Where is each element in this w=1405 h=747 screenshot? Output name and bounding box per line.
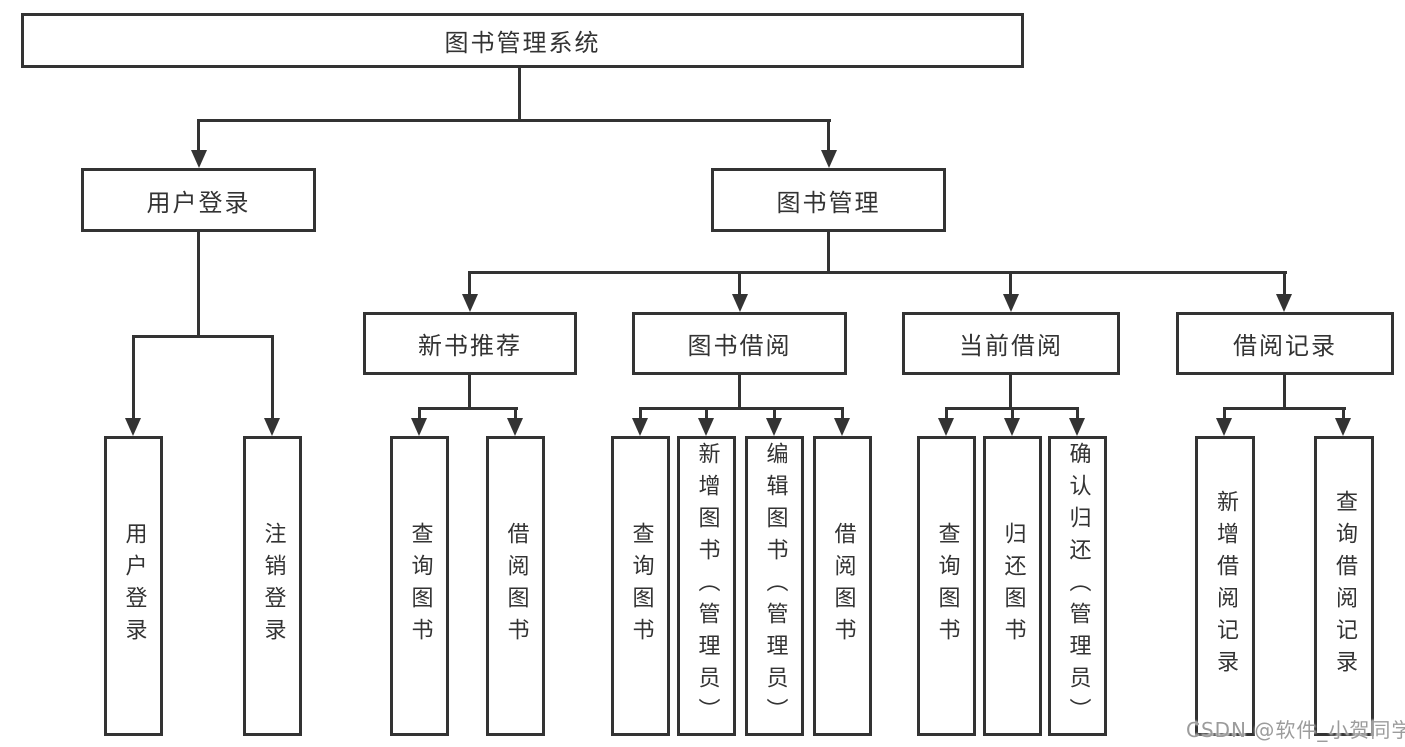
connector-vline <box>468 271 471 294</box>
connector-vline <box>468 375 471 407</box>
connector-hline <box>198 119 831 122</box>
leaf-borrow-books-recommend: 借阅图书 <box>486 436 545 736</box>
node-new-book-recommend: 新书推荐 <box>363 312 577 375</box>
connector-vline <box>271 335 274 418</box>
arrowhead-down-icon <box>507 418 523 436</box>
node-user-login: 用户登录 <box>81 168 316 232</box>
connector-vline <box>197 232 200 335</box>
connector-vline <box>639 407 642 418</box>
connector-vline <box>1283 375 1286 407</box>
connector-hline <box>418 407 518 410</box>
arrowhead-down-icon <box>732 294 748 312</box>
connector-vline <box>827 119 830 150</box>
connector-vline <box>1009 271 1012 294</box>
connector-vline <box>1283 271 1286 294</box>
connector-vline <box>773 407 776 418</box>
connector-vline <box>1223 407 1226 418</box>
node-current-borrow: 当前借阅 <box>902 312 1120 375</box>
connector-vline <box>738 375 741 407</box>
connector-vline <box>738 271 741 294</box>
arrowhead-down-icon <box>1069 418 1085 436</box>
connector-hline <box>132 335 274 338</box>
leaf-add-borrow-record: 新增借阅记录 <box>1195 436 1255 736</box>
connector-vline <box>514 407 517 418</box>
connector-hline <box>1223 407 1346 410</box>
arrowhead-down-icon <box>834 418 850 436</box>
connector-vline <box>132 335 135 418</box>
arrowhead-down-icon <box>938 418 954 436</box>
arrowhead-down-icon <box>462 294 478 312</box>
leaf-query-books-current: 查询图书 <box>917 436 976 736</box>
connector-vline <box>1011 407 1014 418</box>
arrowhead-down-icon <box>1276 294 1292 312</box>
watermark: CSDN @软件_小贺同学 <box>1186 718 1405 742</box>
connector-vline <box>418 407 421 418</box>
connector-vline <box>1076 407 1079 418</box>
node-root: 图书管理系统 <box>21 13 1024 68</box>
connector-vline <box>197 119 200 150</box>
arrowhead-down-icon <box>411 418 427 436</box>
arrowhead-down-icon <box>698 418 714 436</box>
connector-vline <box>841 407 844 418</box>
leaf-confirm-return-admin: 确认归还（管理员） <box>1048 436 1107 736</box>
leaf-query-books-recommend: 查询图书 <box>390 436 449 736</box>
arrowhead-down-icon <box>1216 418 1232 436</box>
leaf-return-books: 归还图书 <box>983 436 1042 736</box>
node-borrow-records: 借阅记录 <box>1176 312 1394 375</box>
arrowhead-down-icon <box>766 418 782 436</box>
leaf-query-books-borrow: 查询图书 <box>611 436 670 736</box>
arrowhead-down-icon <box>264 418 280 436</box>
arrowhead-down-icon <box>1003 294 1019 312</box>
connector-vline <box>827 232 830 271</box>
connector-vline <box>518 68 521 119</box>
arrowhead-down-icon <box>125 418 141 436</box>
leaf-user-login: 用户登录 <box>104 436 163 736</box>
leaf-query-borrow-record: 查询借阅记录 <box>1314 436 1374 736</box>
arrowhead-down-icon <box>1335 418 1351 436</box>
connector-vline <box>1009 375 1012 407</box>
connector-hline <box>468 271 1287 274</box>
arrowhead-down-icon <box>821 150 837 168</box>
leaf-edit-book-admin: 编辑图书（管理员） <box>745 436 804 736</box>
leaf-logout: 注销登录 <box>243 436 302 736</box>
node-book-borrow: 图书借阅 <box>632 312 847 375</box>
node-book-management: 图书管理 <box>711 168 946 232</box>
arrowhead-down-icon <box>1004 418 1020 436</box>
connector-vline <box>1342 407 1345 418</box>
leaf-add-book-admin: 新增图书（管理员） <box>677 436 736 736</box>
connector-vline <box>705 407 708 418</box>
arrowhead-down-icon <box>632 418 648 436</box>
arrowhead-down-icon <box>191 150 207 168</box>
connector-hline <box>639 407 844 410</box>
leaf-borrow-books: 借阅图书 <box>813 436 872 736</box>
connector-vline <box>945 407 948 418</box>
